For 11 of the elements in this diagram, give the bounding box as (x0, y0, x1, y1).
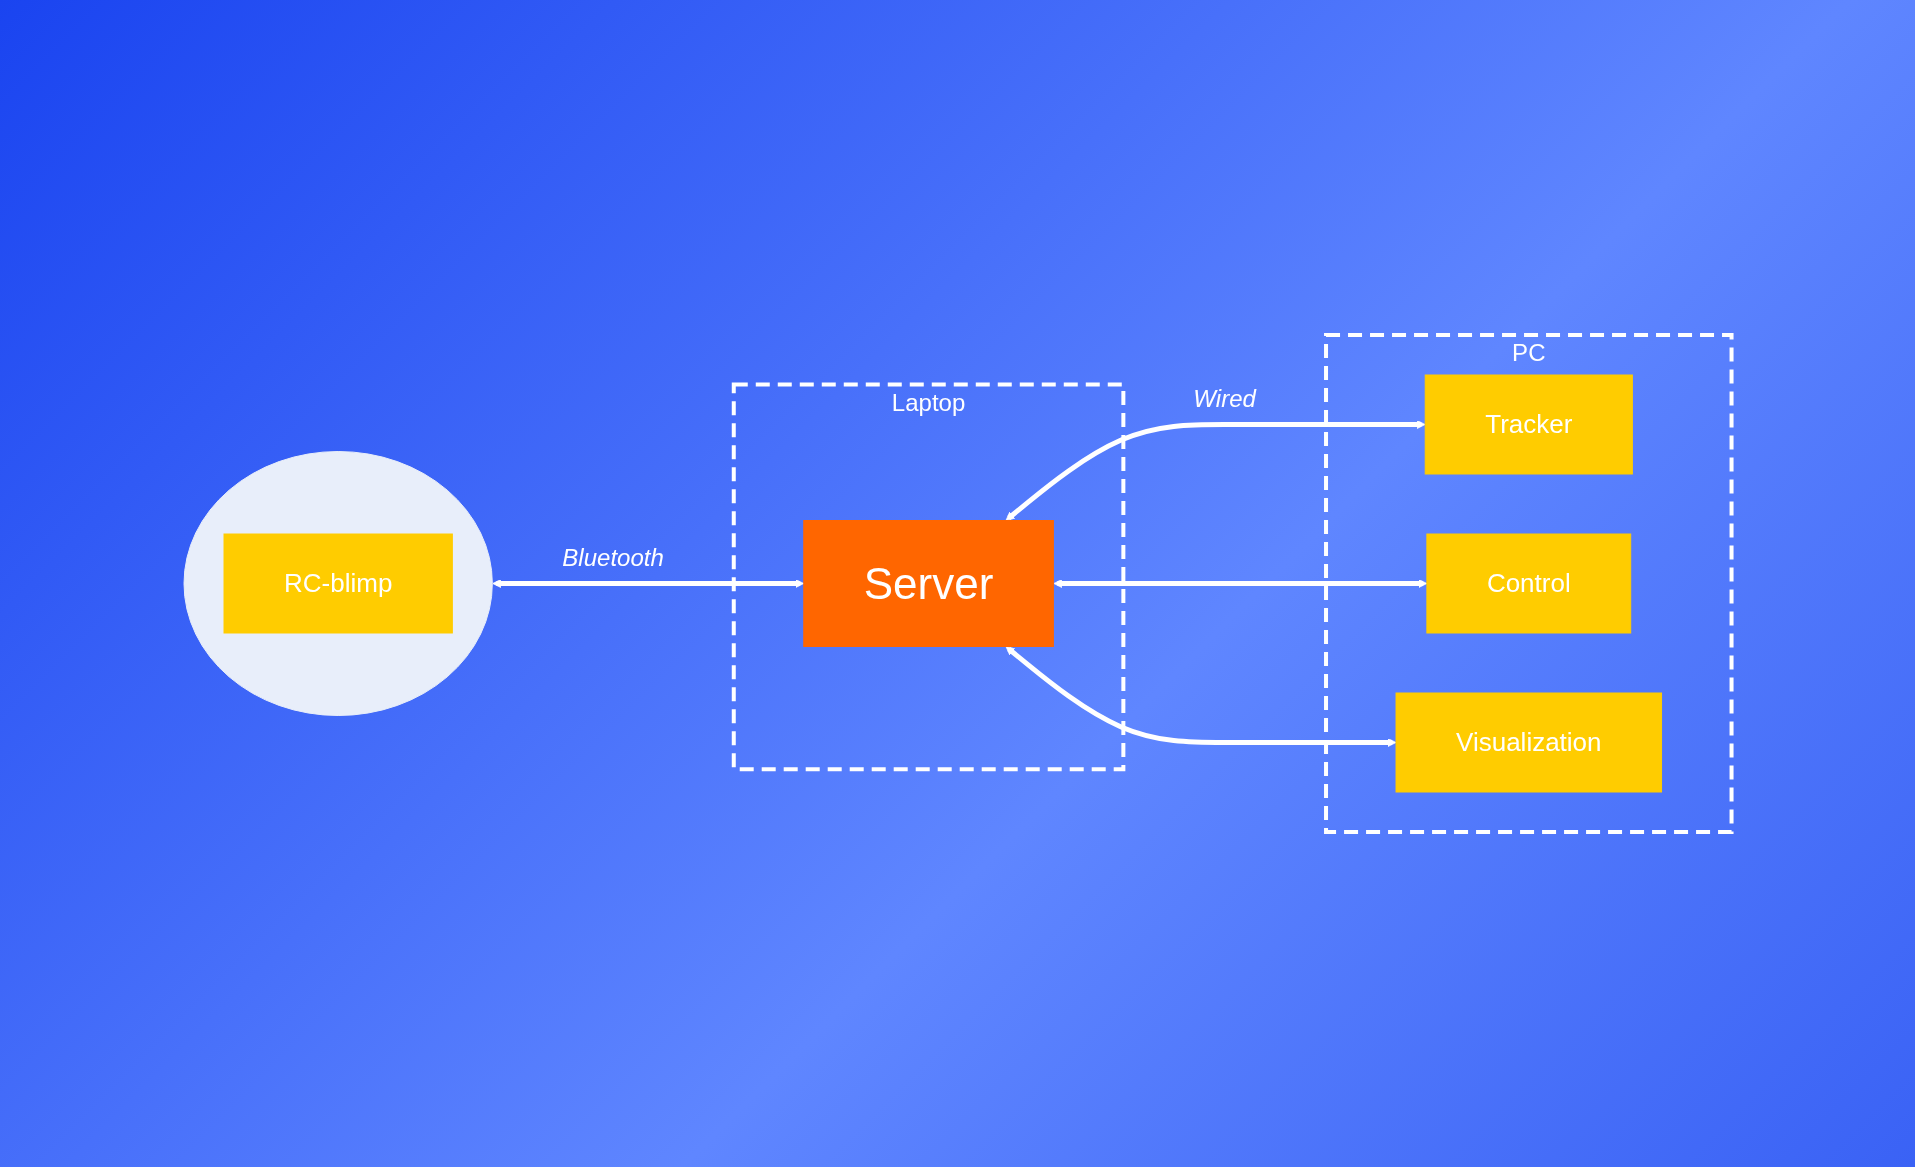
arrow (1005, 420, 1426, 521)
node-box: Server (803, 520, 1054, 647)
node-box: Visualization (1395, 692, 1662, 793)
edge-label: Bluetooth (562, 543, 664, 571)
node-box: Control (1426, 533, 1631, 634)
arrow (492, 579, 804, 588)
node-box: Tracker (1424, 374, 1633, 475)
arrow (1053, 579, 1427, 588)
node-box: RC-blimp (223, 533, 453, 634)
arrow (1005, 646, 1397, 747)
edge-label: Wired (1193, 384, 1256, 412)
